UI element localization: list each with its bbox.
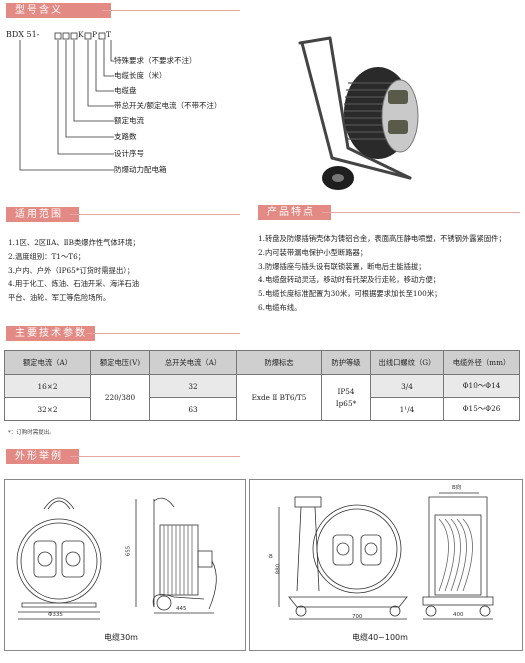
drawing-30m: [16, 497, 217, 620]
col-protection: 防护等级: [321, 350, 371, 375]
caption-40-100m: 电缆40~100m: [352, 633, 408, 642]
product-photo: [298, 36, 419, 190]
section-header-model: 型号含义: [6, 3, 111, 18]
model-code-char-k: K: [78, 30, 84, 39]
table-row: 32×2 63 1¹/4 Φ15～Φ26: [4, 397, 520, 421]
cell: 32: [149, 374, 237, 398]
cell: Φ10～Φ14: [443, 374, 520, 398]
table-row: 16×2 220/380 32 Exde Ⅱ BT6/T5 IP54 Ip65*…: [4, 374, 520, 421]
model-code-prefix: BDX: [6, 30, 24, 39]
col-main-switch: 总开关电流（A）: [149, 350, 237, 375]
table-note: *：订购时需提出。: [8, 430, 55, 436]
model-label-product: 防爆动力配电箱: [114, 165, 167, 174]
protection-value: Ip65*: [335, 398, 357, 408]
dim-400: 400: [453, 612, 464, 618]
features-list: 1.转盘及防爆插销壳体为铸铝合金，表面高压静电喷塑，不锈钢外露紧固件； 2.内可…: [258, 232, 520, 315]
feature-item: 5.电缆长度标准配置为30米，可根据要求加长至100米；: [258, 289, 442, 299]
label-b-direction: B向: [452, 485, 462, 491]
dim-335: Φ335: [48, 612, 63, 618]
spec-table-header-row: 额定电流（A） 额定电压(V) 总开关电流（A） 防爆标志 防护等级 出线口螺纹…: [4, 350, 520, 375]
section-header-features: 产品特点: [258, 205, 331, 220]
scope-item: 3.户内、户外（IP65*订货时需提出）；: [8, 265, 135, 275]
scope-item: 4.用于化工、炼油、石油开采、海洋石油: [8, 279, 140, 289]
model-code-char-t: T: [106, 30, 112, 39]
drawing-40-100m: [278, 492, 494, 620]
figure-box-40-100m: [249, 479, 523, 651]
feature-item: 4.电缆盘转动灵活，移动时有托架及行走轮，移动方便；: [258, 275, 441, 285]
section-header-specs: 主要技术参数: [6, 326, 95, 341]
model-code-char-p: P: [92, 30, 98, 39]
dim-880: 880: [275, 563, 282, 575]
cell: 16×2: [4, 374, 91, 398]
cell-voltage: 220/380: [90, 374, 150, 421]
spec-table: 额定电流（A） 额定电压(V) 总开关电流（A） 防爆标志 防护等级 出线口螺纹…: [4, 350, 520, 421]
dim-445: 445: [176, 606, 187, 612]
protection-value: IP54: [337, 386, 355, 396]
section-divider: [70, 456, 240, 457]
model-code-series: 51-: [26, 30, 40, 39]
feature-item: 2.内可装带漏电保护小型断路器；: [258, 247, 368, 257]
dim-700: 700: [352, 614, 363, 620]
model-label-branches: 支路数: [114, 132, 137, 141]
section-header-scope: 适用范围: [6, 207, 79, 222]
col-rated-current: 额定电流（A）: [4, 350, 91, 375]
figure-box-30m: [4, 479, 246, 651]
model-label-rated-current: 额定电流: [114, 116, 144, 125]
model-label-special: 特殊要求（不要求不注）: [114, 56, 197, 65]
scope-item: 平台、油轮、军工等危险场所。: [8, 293, 111, 303]
model-label-main-switch: 带总开关/额定电流（不带不注）: [114, 101, 222, 110]
feature-item: 3.防爆插座与插头设有联锁装置，断电后主能插拔；: [258, 261, 426, 271]
model-label-reel: 电缆盘: [114, 86, 137, 95]
cell: Φ15～Φ26: [443, 397, 520, 421]
cell: 63: [149, 397, 237, 421]
col-thread: 出线口螺纹（G）: [370, 350, 444, 375]
model-label-cable-length: 电缆长度（米）: [114, 71, 167, 80]
label-b: B: [269, 554, 273, 560]
cell: 32×2: [4, 397, 91, 421]
section-divider: [322, 212, 520, 213]
model-label-design-no: 设计序号: [114, 149, 144, 158]
col-ex-mark: 防爆标志: [236, 350, 322, 375]
feature-item: 6.电缆布线。: [258, 302, 302, 312]
dim-655: 655: [125, 545, 132, 557]
scope-item: 2.温度组别：T1～T6；: [8, 251, 86, 261]
section-divider: [70, 214, 240, 215]
caption-30m: 电缆30m: [104, 633, 138, 642]
section-divider: [86, 333, 240, 334]
cell: 1¹/4: [370, 397, 444, 421]
feature-item: 1.转盘及防爆插销壳体为铸铝合金，表面高压静电喷塑，不锈钢外露紧固件；: [258, 234, 506, 243]
col-rated-voltage: 额定电压(V): [90, 350, 150, 375]
scope-list: 1.1区、2区ⅡA、ⅡB类爆炸性气体环境； 2.温度组别：T1～T6； 3.户内…: [8, 236, 240, 305]
cell-ex-mark: Exde Ⅱ BT6/T5: [236, 374, 322, 421]
scope-item: 1.1区、2区ⅡA、ⅡB类爆炸性气体环境；: [8, 238, 140, 247]
section-divider: [102, 10, 240, 11]
col-cable-od: 电缆外径（mm）: [443, 350, 520, 375]
model-code-diagram: [19, 32, 114, 171]
section-header-appearance: 外形举例: [6, 449, 79, 464]
cell: 3/4: [370, 374, 444, 398]
cell-protection: IP54 Ip65*: [321, 374, 371, 421]
model-code: BDX 51-: [6, 30, 39, 39]
